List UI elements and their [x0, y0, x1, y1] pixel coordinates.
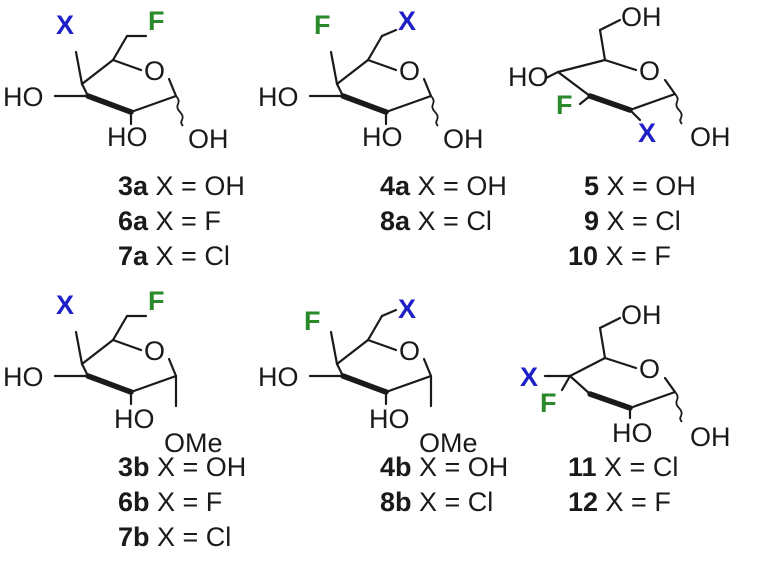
methoxy-group: OMe [164, 428, 223, 458]
hydroxyl-c4: HO [3, 362, 44, 392]
fluorine-atom: F [148, 286, 165, 316]
fluorine-atom: F [304, 306, 321, 336]
labels-group-2: 4a X = OH 8a X = Cl [380, 171, 507, 236]
hydroxyl-anomeric: OH [188, 124, 229, 154]
x-substituent: X [638, 118, 656, 148]
structure-3b: X F O HO HO OMe [3, 286, 223, 458]
fluorine-atom: F [540, 388, 557, 418]
compound-label: 3b X = OH [118, 452, 246, 482]
compound-label: 10 X = F [568, 241, 671, 271]
x-substituent: X [56, 10, 74, 40]
compound-label: 9 X = Cl [584, 206, 681, 236]
fluorine-atom: F [556, 90, 573, 120]
structure-4a: F X O HO HO OH [258, 6, 484, 154]
ring-oxygen: O [639, 354, 660, 384]
compound-label: 8b X = Cl [380, 487, 493, 517]
compound-label: 7b X = Cl [118, 522, 231, 552]
compound-label: 6a X = F [118, 206, 221, 236]
compound-label: 7a X = Cl [118, 241, 230, 271]
structure-3a: X F O HO HO OH [3, 6, 229, 154]
labels-group-6: 11 X = Cl 12 X = F [568, 452, 678, 517]
compound-label: 12 X = F [568, 487, 671, 517]
fluorine-atom: F [314, 10, 331, 40]
ring-oxygen: O [144, 336, 165, 366]
structure-11: OH O X F HO OH [520, 300, 731, 452]
hydroxyl-c6: OH [621, 2, 662, 32]
hydroxyl-c6: OH [621, 300, 662, 330]
ring-oxygen: O [399, 56, 420, 86]
hydroxyl-c4: HO [258, 82, 299, 112]
hydroxyl-c4: HO [3, 82, 44, 112]
x-substituent: X [56, 290, 74, 320]
hydroxyl-c2: HO [369, 404, 410, 434]
labels-group-5: 4b X = OH 8b X = Cl [380, 452, 508, 517]
compound-label: 6b X = F [118, 487, 222, 517]
x-substituent: X [520, 362, 538, 392]
ring-oxygen: O [144, 56, 165, 86]
hydroxyl-c4: HO [508, 62, 549, 92]
labels-group-1: 3a X = OH 6a X = F 7a X = Cl [118, 171, 245, 271]
hydroxyl-anomeric: OH [443, 124, 484, 154]
compound-label: 3a X = OH [118, 171, 245, 201]
compound-label: 8a X = Cl [380, 206, 492, 236]
compound-label: 4b X = OH [380, 452, 508, 482]
labels-group-4: 3b X = OH 6b X = F 7b X = Cl [118, 452, 246, 552]
hydroxyl-c2: HO [114, 404, 155, 434]
methoxy-group: OMe [419, 428, 478, 458]
x-substituent: X [398, 6, 416, 36]
fluorine-atom: F [148, 6, 165, 36]
compound-label: 11 X = Cl [568, 452, 678, 482]
hydroxyl-anomeric: OH [690, 422, 731, 452]
compound-label: 5 X = OH [584, 171, 696, 201]
hydroxyl-anomeric: OH [690, 122, 731, 152]
ring-oxygen: O [399, 336, 420, 366]
labels-group-3: 5 X = OH 9 X = Cl 10 X = F [568, 171, 696, 271]
hydroxyl-c2: HO [612, 418, 653, 448]
ring-oxygen: O [639, 56, 660, 86]
hydroxyl-c2: HO [107, 122, 148, 152]
structure-4b: F X O HO HO OMe [258, 294, 478, 458]
x-substituent: X [398, 294, 416, 324]
hydroxyl-c2: HO [362, 122, 403, 152]
compound-label: 4a X = OH [380, 171, 507, 201]
structure-5: OH O HO F X OH [508, 2, 731, 152]
hydroxyl-c4: HO [258, 362, 299, 392]
